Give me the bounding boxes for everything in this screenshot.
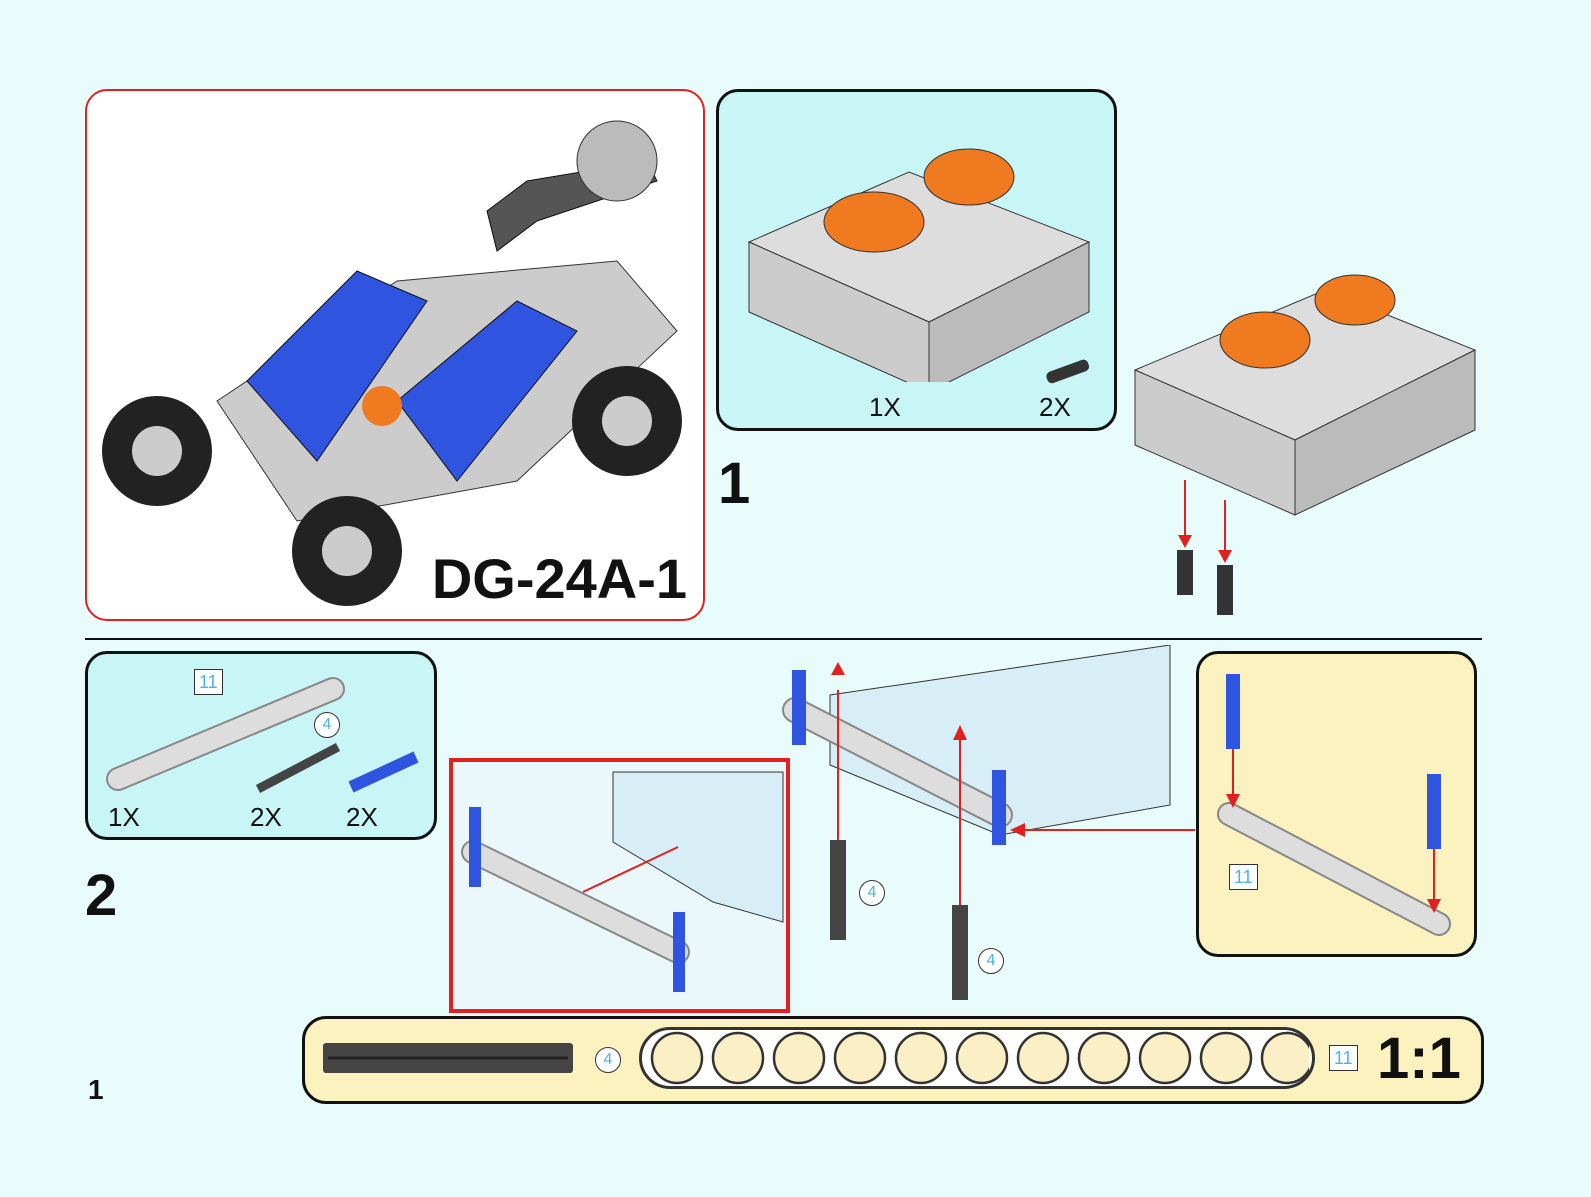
step2-qty-beam: 1X (108, 802, 140, 832)
step2-number: 2 (85, 863, 118, 928)
step-divider (85, 638, 1482, 640)
step2-parts-panel: 11 4 1X 2X 2X (85, 651, 437, 840)
step1-assembly (1133, 274, 1477, 615)
step1-qty-pin: 2X (1039, 392, 1071, 422)
beam-size-label: 11 (194, 669, 223, 695)
vehicle-illustration (102, 120, 682, 606)
axle-scale-label: 4 (595, 1047, 621, 1073)
beam-holes (650, 1031, 1309, 1085)
detail-highlight-box (449, 758, 790, 1013)
beam-part (106, 677, 345, 791)
axle-part (255, 743, 341, 793)
subassembly-panel: 11 (1196, 651, 1477, 957)
step2-qty-pin: 2X (346, 802, 378, 832)
page-number: 1 (88, 1074, 104, 1105)
step1-parts-panel: 1X 2X (716, 89, 1117, 431)
scale-bar: 4 11 1:1 (302, 1016, 1484, 1104)
step2-assembly (782, 645, 1195, 1000)
beam-scale (639, 1027, 1315, 1089)
subassembly-illustration (1217, 674, 1451, 936)
step1-qty-box: 1X (869, 392, 901, 422)
axle-callout-1: 4 (859, 880, 885, 906)
battery-box-part (747, 148, 1091, 382)
detail-illustration (461, 771, 784, 992)
beam-scale-label: 11 (1329, 1045, 1358, 1071)
step1-number: 1 (718, 451, 751, 516)
scale-ratio: 1:1 (1377, 1026, 1461, 1091)
axle-scale (323, 1043, 573, 1073)
connector-pin-part (1046, 359, 1090, 384)
connector-pin-part (348, 751, 419, 793)
beam-size-callout: 11 (1229, 864, 1258, 890)
step2-qty-axle: 2X (250, 802, 282, 832)
axle-callout-2: 4 (978, 948, 1004, 974)
axle-size-label: 4 (314, 712, 340, 738)
model-title: DG-24A-1 (431, 547, 687, 610)
model-overview-panel: DG-24A-1 (85, 89, 705, 621)
